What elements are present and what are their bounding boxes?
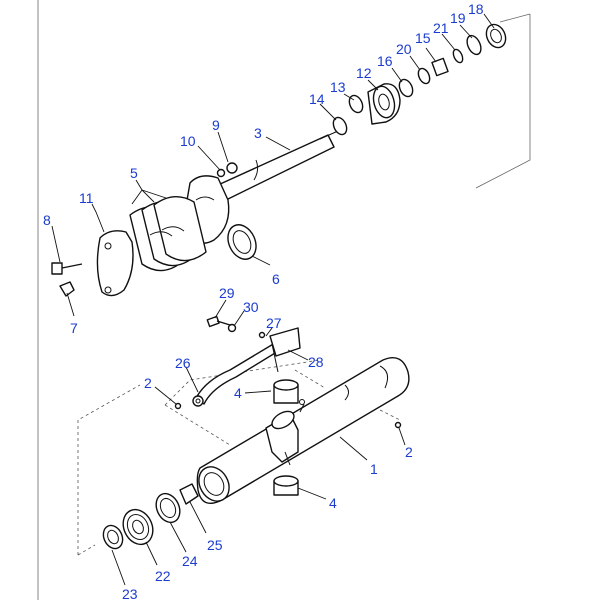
part-11-cap — [96, 230, 134, 297]
part-18-seal — [485, 23, 507, 49]
callout-3: 3 — [254, 125, 262, 141]
callout-15: 15 — [415, 30, 431, 46]
part-16-seal — [398, 78, 414, 98]
callout-6: 6 — [272, 271, 280, 287]
part-13-seal — [348, 94, 364, 114]
part-22-piston — [122, 508, 154, 546]
part-4-bushing-lower — [273, 475, 299, 496]
callout-25: 25 — [207, 537, 223, 553]
callout-27: 27 — [266, 315, 282, 331]
part-3-piston-rod — [183, 130, 339, 244]
part-7-grease-nipple — [59, 281, 75, 297]
part-12-rod-head — [367, 83, 401, 125]
callout-30: 30 — [243, 299, 259, 315]
callout-1: 1 — [370, 461, 378, 477]
part-23-seal — [102, 524, 124, 550]
callout-13: 13 — [330, 79, 346, 95]
callout-14: 14 — [309, 91, 325, 107]
callout-2-right: 2 — [405, 444, 413, 460]
part-27-nut — [258, 331, 266, 339]
callout-11: 11 — [79, 190, 94, 206]
callout-8: 8 — [43, 212, 51, 228]
part-9-nut — [226, 162, 238, 174]
part-14-snap-ring — [332, 116, 348, 136]
callout-21: 21 — [433, 20, 449, 36]
callout-24: 24 — [182, 553, 198, 569]
part-15-backup-ring — [431, 57, 449, 77]
part-25-nut — [179, 483, 199, 505]
callout-22: 22 — [155, 568, 171, 584]
part-4-bushing-upper — [273, 379, 299, 404]
part-19-o-ring — [466, 34, 482, 56]
callout-28: 28 — [308, 354, 324, 370]
part-2-grease-fitting-right — [394, 421, 402, 429]
part-6-seal — [227, 224, 257, 260]
frame-lines — [37, 0, 531, 600]
callout-4-upper: 4 — [234, 385, 242, 401]
callout-16: 16 — [377, 53, 393, 69]
part-5-shims — [129, 196, 207, 272]
callout-9: 9 — [212, 117, 220, 133]
assembly-guide-lines — [77, 359, 401, 556]
part-10-washer — [216, 168, 226, 178]
callout-2-left: 2 — [144, 375, 152, 391]
part-2-grease-fitting-left — [174, 402, 182, 410]
callout-19: 19 — [450, 10, 466, 26]
callout-labels: 1 2 2 3 4 4 5 6 7 8 9 10 11 12 13 14 15 … — [43, 1, 484, 600]
callout-18: 18 — [468, 1, 484, 17]
callout-4-lower: 4 — [329, 495, 337, 511]
callout-23: 23 — [122, 586, 138, 600]
callout-20: 20 — [396, 41, 412, 57]
part-28-clamp — [269, 327, 301, 373]
part-8-bolt — [51, 262, 83, 275]
part-20-o-ring — [417, 67, 431, 85]
part-29-bolt — [206, 315, 231, 328]
callout-7: 7 — [70, 320, 78, 336]
callout-26: 26 — [175, 355, 191, 371]
part-30-washer — [227, 323, 237, 333]
callout-12: 12 — [356, 65, 372, 81]
callout-10: 10 — [180, 133, 196, 149]
part-1-cylinder-tube — [196, 357, 410, 504]
part-24-wear-ring — [155, 492, 181, 524]
callout-5: 5 — [130, 165, 138, 181]
part-21-o-ring — [452, 48, 464, 64]
callout-29: 29 — [219, 285, 235, 301]
leader-lines — [51, 13, 495, 586]
